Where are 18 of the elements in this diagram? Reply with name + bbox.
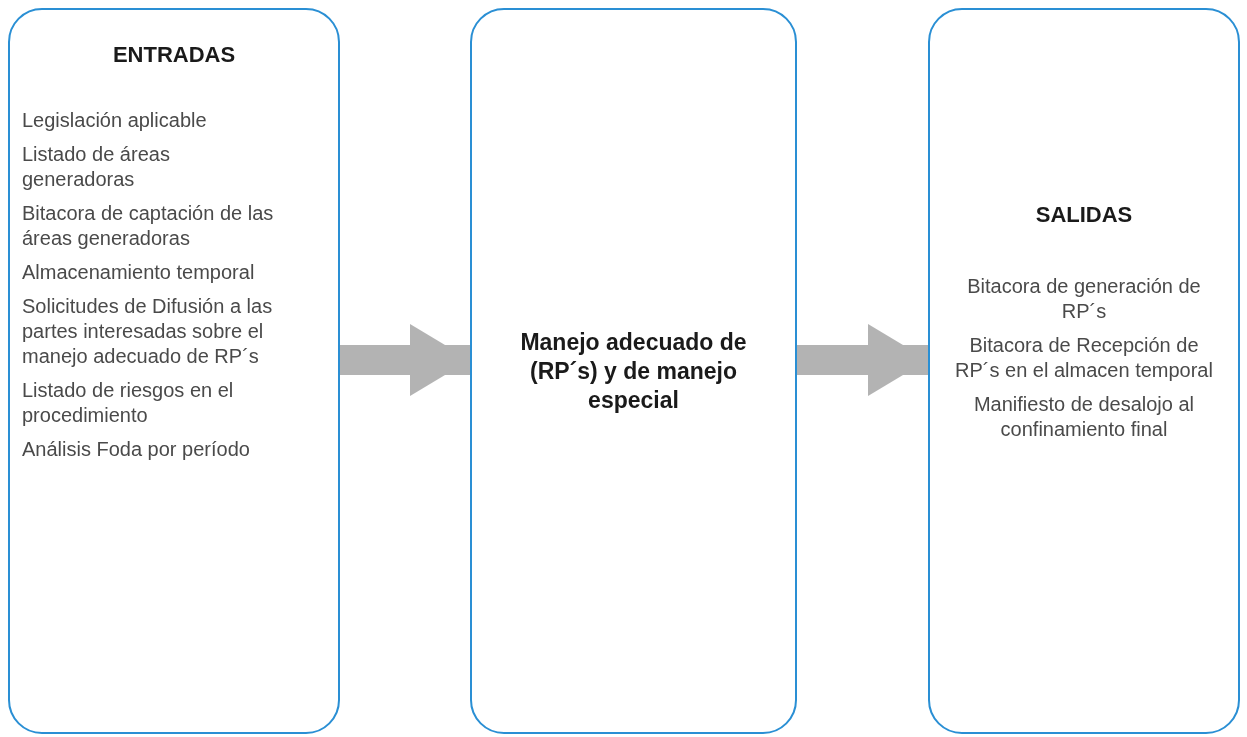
list-item: Bitacora de Recepción de RP´s en el almacen temporal	[954, 333, 1214, 383]
column-heading: ENTRADAS	[111, 41, 237, 69]
process-box	[8, 8, 340, 734]
list-item: Legislación aplicable	[22, 108, 208, 133]
list-item: Manifiesto de desalojo al confinamiento final	[972, 392, 1196, 442]
list-item: Bitacora de generación de RP´s	[966, 274, 1202, 324]
list-item: Almacenamiento temporal	[22, 260, 256, 285]
list-item: Listado de áreas generadoras	[22, 142, 171, 192]
process-label: Manejo adecuado de (RP´s) y de manejo especial	[519, 327, 748, 415]
column-heading: SALIDAS	[1034, 201, 1134, 229]
process-box	[928, 8, 1240, 734]
process-box	[470, 8, 797, 734]
block-arrow	[797, 324, 928, 396]
list-item: Solicitudes de Difusión a las partes interesadas sobre el manejo adecuado de RP´s	[22, 294, 274, 369]
list-item: Bitacora de captación de las áreas generadoras	[22, 201, 275, 251]
block-arrow	[340, 324, 470, 396]
list-item: Análisis Foda por período	[22, 437, 251, 462]
list-item: Listado de riesgos en el procedimiento	[22, 378, 235, 428]
